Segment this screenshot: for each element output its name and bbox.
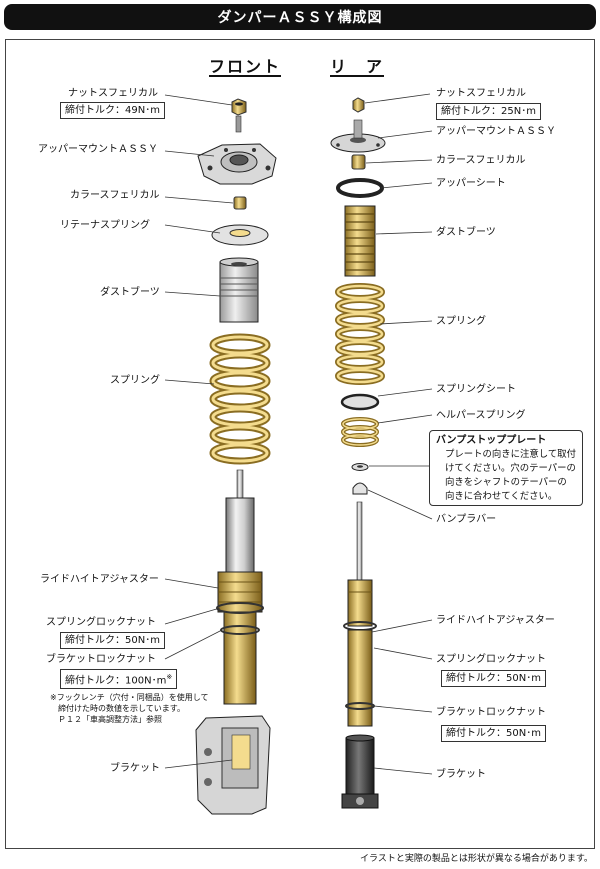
rear-upper-mount-label: アッパーマウントＡＳＳＹ [436, 126, 556, 137]
front-retainer-spring [211, 224, 269, 246]
front-nut-torque: 締付トルク：49N･m [60, 102, 165, 119]
rear-nut-label: ナットスフェリカル [436, 88, 526, 99]
front-dust-boot-label: ダストブーツ [100, 287, 160, 298]
front-collar-label: カラースフェリカル [70, 190, 160, 201]
rear-collar-label: カラースフェリカル [436, 155, 526, 166]
front-note-line1: ※フックレンチ（穴付・同梱品）を使用して [50, 693, 209, 702]
front-upper-mount-label: アッパーマウントＡＳＳＹ [38, 144, 158, 155]
front-spring [209, 333, 271, 465]
rear-nut-spherical [352, 97, 365, 113]
rear-dust-boot [344, 205, 376, 277]
bump-stop-line1: プレートの向きに注意して取付 [445, 449, 576, 460]
front-bracket-lock-torque-value: 締付トルク：100N･m [65, 675, 167, 687]
rear-spring-label: スプリング [436, 316, 486, 327]
front-note-line2: 締付けた時の数値を示しています。 [58, 704, 185, 713]
front-spring-lock-torque: 締付トルク：50N･m [60, 632, 165, 649]
bump-stop-callout: バンプストッププレート プレートの向きに注意して取付 けてください。穴のテーパー… [429, 430, 583, 506]
front-retainer-label: リテーナスプリング [60, 220, 150, 231]
front-upper-mount [197, 143, 277, 185]
rear-helper-spring [341, 417, 379, 447]
rear-bracket-label: ブラケット [436, 769, 486, 780]
rear-spring [335, 283, 385, 385]
bump-stop-line2: けてください。穴のテーパーの [445, 463, 576, 474]
diagram-frame [5, 39, 595, 849]
rear-bump-rubber-label: バンプラバー [436, 514, 497, 525]
rear-shock-body [343, 501, 377, 727]
front-column-title: フロント [209, 57, 282, 77]
front-bracket-lock-torque: 締付トルク：100N･m※ [60, 669, 178, 690]
front-shock-body [216, 469, 264, 705]
rear-ride-height-label: ライドハイトアジャスター [436, 615, 555, 626]
front-bracket-label: ブラケット [110, 763, 160, 774]
front-nut-spherical [231, 98, 247, 116]
rear-upper-seat-label: アッパーシート [436, 178, 506, 189]
front-spring-label: スプリング [110, 375, 160, 386]
front-leader-lines [164, 94, 234, 769]
front-stud [235, 115, 242, 133]
rear-bump-stop-plate [351, 463, 369, 471]
front-note-line3: Ｐ１２「車高調整方法」参照 [58, 715, 162, 724]
page-title: ダンパーＡＳＳＹ構成図 [4, 4, 596, 30]
rear-upper-seat [336, 178, 384, 198]
rear-bracket-lock-nut-label: ブラケットロックナット [436, 707, 546, 718]
front-spring-lock-nut-label: スプリングロックナット [46, 617, 156, 628]
rear-nut-torque: 締付トルク：25N･m [436, 103, 541, 120]
rear-bracket-lock-torque: 締付トルク：50N･m [441, 725, 546, 742]
torque-note-mark: ※ [166, 673, 173, 681]
rear-collar-spherical [351, 154, 366, 170]
front-collar-spherical [233, 196, 247, 210]
rear-upper-mount [330, 119, 386, 153]
front-bracket-lock-nut-label: ブラケットロックナット [46, 654, 156, 665]
disclaimer-text: イラストと実際の製品とは形状が異なる場合があります。 [360, 854, 593, 864]
rear-leader-lines [364, 93, 433, 775]
rear-bump-rubber [352, 482, 368, 495]
rear-bracket [341, 734, 379, 809]
rear-dust-boot-label: ダストブーツ [436, 227, 496, 238]
front-nut-label: ナットスフェリカル [68, 88, 158, 99]
front-bracket [195, 715, 271, 815]
rear-spring-lock-nut-label: スプリングロックナット [436, 654, 546, 665]
rear-helper-spring-label: ヘルパースプリング [436, 410, 526, 421]
bump-stop-line3: 向きをシャフトのテーパーの [445, 477, 567, 488]
rear-spring-seat-label: スプリングシート [436, 384, 516, 395]
rear-spring-seat [340, 393, 380, 411]
bump-stop-title: バンプストッププレート [436, 435, 547, 446]
rear-column-title: リ ア [330, 57, 385, 77]
bump-stop-line4: 向きに合わせてください。 [445, 491, 558, 502]
front-ride-height-label: ライドハイトアジャスター [40, 574, 159, 585]
rear-spring-lock-torque: 締付トルク：50N･m [441, 670, 546, 687]
front-dust-boot [219, 257, 259, 323]
